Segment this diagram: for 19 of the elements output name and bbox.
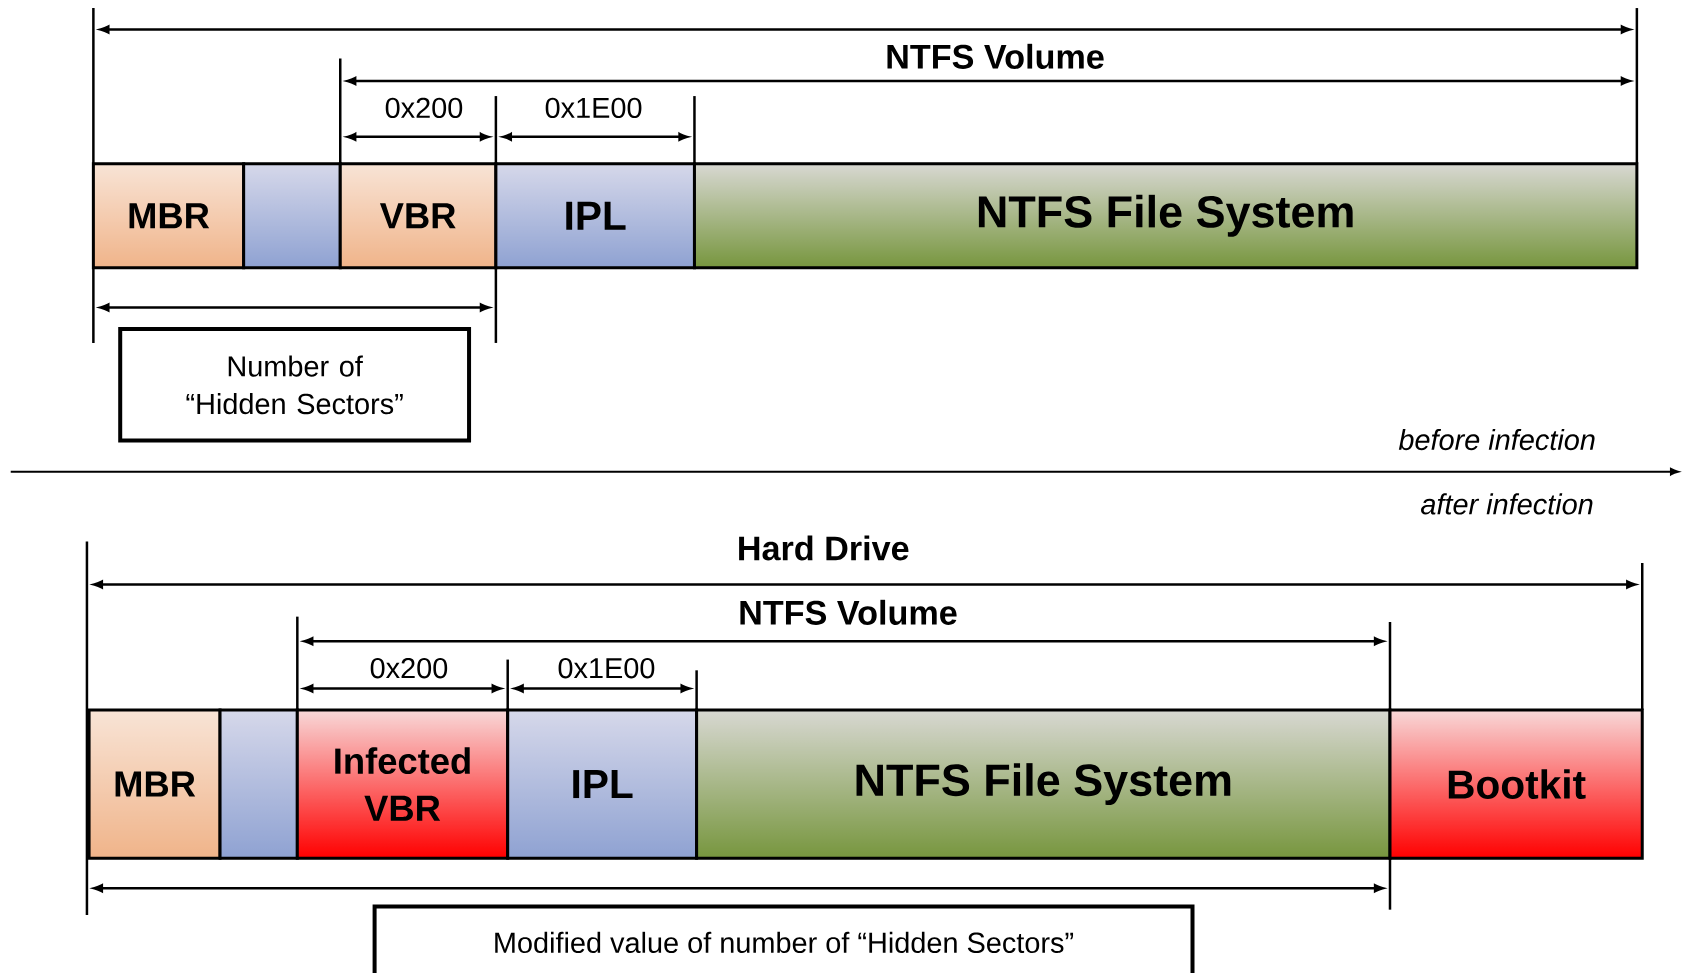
sector-block: [242, 162, 342, 270]
caption-text: before infection: [1397, 427, 1597, 452]
dimension-label: 0x1E00: [543, 96, 644, 120]
note-box: Modified value of number of “Hidden Sectors”: [372, 904, 1195, 973]
sector-block: IPL: [506, 708, 699, 860]
dimension-label: Hard Drive: [735, 534, 911, 562]
dimension-label: 0x1E00: [556, 656, 657, 680]
sector-block: MBR: [87, 708, 222, 860]
sector-block: [218, 708, 299, 860]
dimension-label: NTFS Volume: [737, 598, 959, 626]
dimension-label: 0x200: [383, 96, 465, 120]
dimension-label: 0x200: [368, 656, 450, 680]
dimension-label: NTFS Volume: [884, 42, 1106, 70]
sector-block: IPL: [494, 162, 696, 270]
caption-text: after infection: [1419, 492, 1595, 516]
note-box: Number of “Hidden Sectors”: [118, 327, 472, 443]
sector-block: Bootkit: [1388, 708, 1644, 860]
sector-block: MBR: [91, 162, 246, 270]
sector-block: VBR: [338, 162, 498, 270]
